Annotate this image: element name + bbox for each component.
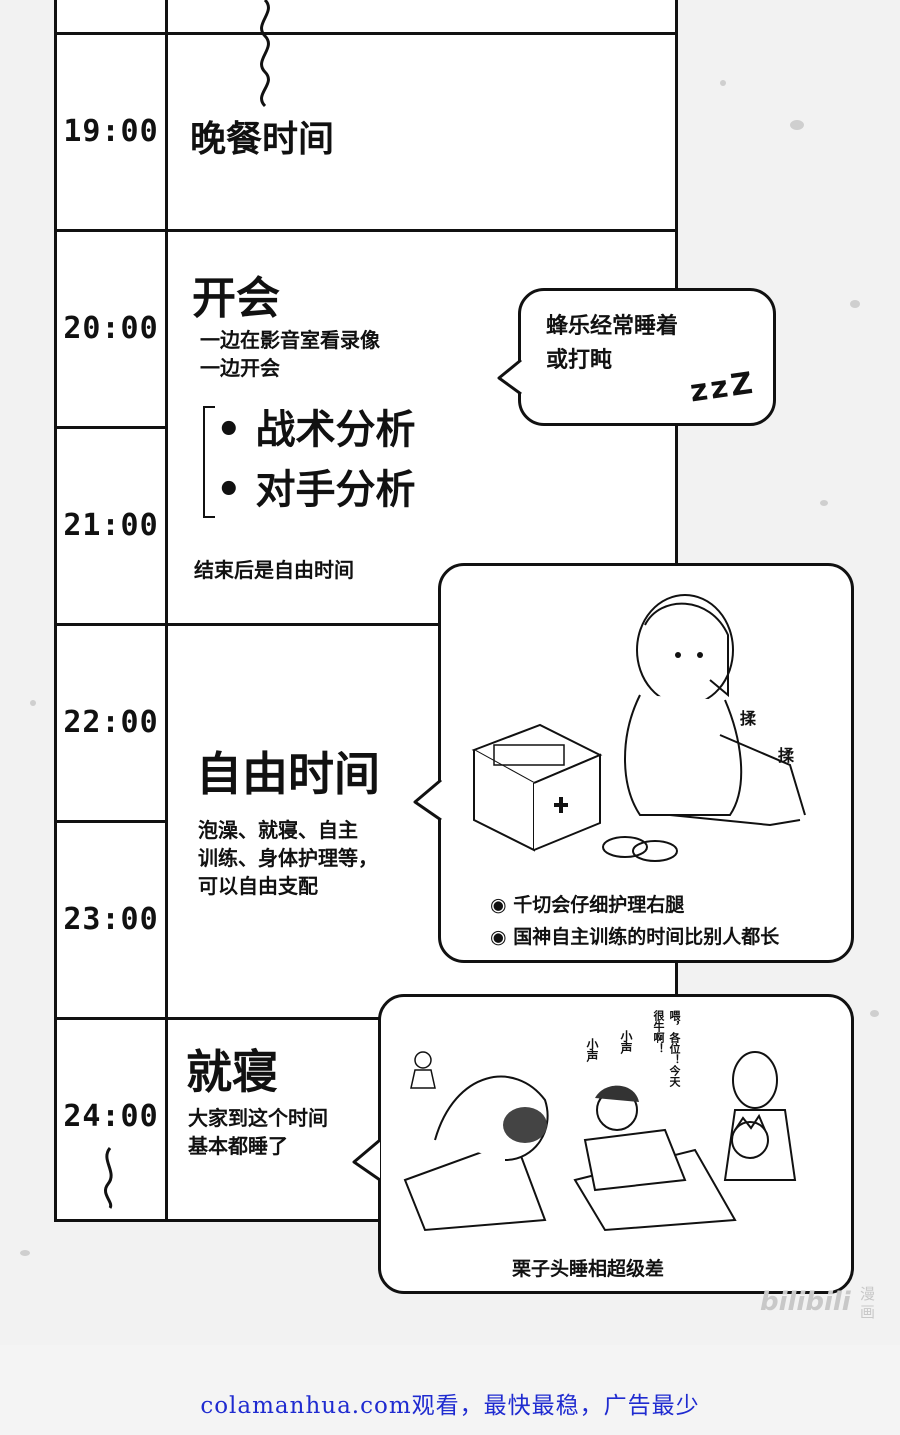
sleep-bubble-tail [352, 1138, 381, 1182]
free-bubble-tail [413, 778, 442, 822]
time-label-19: 19:00 [63, 114, 159, 149]
whisper-sfx-2: 小声 [619, 1030, 633, 1054]
dinner-title: 晚餐时间 [190, 119, 335, 160]
bilibili-logo: bilibili [760, 1287, 851, 1317]
time-end-squiggle [104, 1147, 113, 1209]
time-label-24: 24:00 [63, 1099, 159, 1134]
free-desc-line2: 训练、身体护理等， [198, 846, 378, 870]
row-line [54, 623, 444, 626]
time-label-22: 22:00 [63, 705, 159, 740]
bullet-tactics: • 战术分析 [216, 407, 416, 453]
sleep-caption: 栗子头睡相超级差 [512, 1258, 665, 1280]
free-time-title: 自由时间 [196, 747, 380, 801]
bee-line1: 蜂乐经常睡着 [546, 314, 679, 339]
kunigami-caption: ◉ 国神自主训练的时间比别人都长 [490, 926, 780, 948]
row-line [54, 229, 678, 232]
sleeping-players-illustration [403, 1051, 797, 1232]
bullet-bracket [203, 406, 215, 518]
after-meeting-note: 结束后是自由时间 [194, 558, 354, 582]
bullet-opponent: • 对手分析 [216, 467, 416, 513]
time-label-23: 23:00 [63, 902, 159, 937]
bee-line2: 或打盹 [546, 348, 613, 373]
time-continue-squiggle [260, 0, 270, 108]
site-footer-link[interactable]: colamanhua.com观看，最快最稳，广告最少 [200, 1393, 700, 1419]
row-line [54, 820, 165, 823]
sleep-desc-line1: 大家到这个时间 [188, 1106, 328, 1130]
row-line [54, 426, 165, 429]
time-label-21: 21:00 [63, 508, 159, 543]
sleep-title: 就寝 [186, 1045, 278, 1099]
bee-speech-bubble [518, 288, 776, 426]
meeting-title: 开会 [192, 273, 280, 324]
excited-speech: 喂，各位！今天很牛啊！ [652, 1010, 681, 1087]
row-line [54, 1017, 384, 1020]
meeting-desc-line2: 一边开会 [200, 356, 280, 380]
rub-sfx-2: 揉 [778, 746, 795, 765]
chigiri-caption: ◉ 千切会仔细护理右腿 [490, 894, 685, 916]
meeting-desc-line1: 一边在影音室看录像 [200, 328, 380, 352]
row-line [54, 32, 678, 35]
free-desc-line3: 可以自由支配 [198, 874, 318, 898]
chigiri-care-illustration [471, 594, 806, 862]
rub-sfx-1: 揉 [740, 709, 757, 728]
whisper-sfx-1: 小声 [585, 1038, 599, 1062]
bilibili-manga-label: 漫画 [860, 1285, 876, 1321]
sleep-desc-line2: 基本都睡了 [188, 1134, 288, 1158]
table-divider [165, 0, 168, 1222]
free-desc-line1: 泡澡、就寝、自主 [198, 818, 358, 842]
bee-bubble-tail [497, 358, 522, 396]
time-label-20: 20:00 [63, 311, 159, 346]
